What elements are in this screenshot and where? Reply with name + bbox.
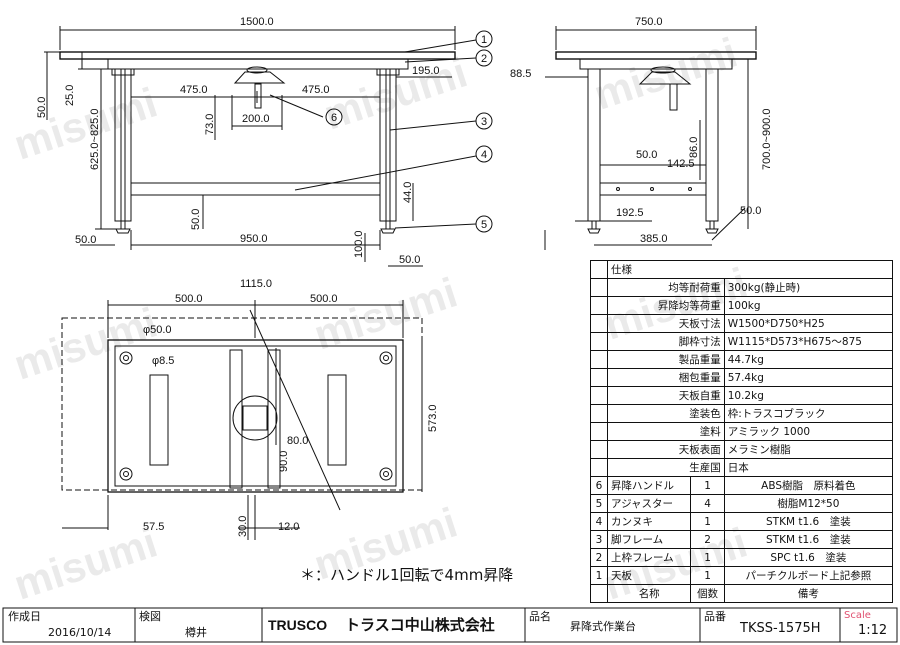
front-view <box>44 26 493 267</box>
svg-text:品名: 品名 <box>529 609 551 623</box>
svg-text:750.0: 750.0 <box>635 16 663 28</box>
svg-text:73.0: 73.0 <box>204 114 216 135</box>
spec-row: 塗装色枠:トラスコブラック <box>590 404 894 423</box>
svg-text:44.0: 44.0 <box>402 182 414 203</box>
svg-text:検図: 検図 <box>139 609 161 623</box>
svg-text:misumi: misumi <box>318 48 472 138</box>
svg-text:1: 1 <box>481 34 487 46</box>
svg-text:200.0: 200.0 <box>242 113 270 125</box>
front-view-labels: 1500.0 195.0 475.0 475.0 50.0 25.0 625.0… <box>36 16 487 266</box>
plan-view-labels: 1115.0 500.0 500.0 φ50.0 φ8.5 573.0 80.0… <box>143 278 439 537</box>
svg-text:25.0: 25.0 <box>64 85 76 106</box>
title-block-text: 作成日 2016/10/14 検図 樽井 TRUSCO トラスコ中山株式会社 品… <box>8 609 887 639</box>
svg-text:φ8.5: φ8.5 <box>152 355 174 367</box>
svg-text:50.0: 50.0 <box>636 149 657 161</box>
svg-text:misumi: misumi <box>308 268 462 358</box>
title-block <box>2 607 898 643</box>
svg-text:50.0: 50.0 <box>36 97 48 118</box>
svg-text:100.0: 100.0 <box>353 230 365 258</box>
svg-text:195.0: 195.0 <box>412 65 440 77</box>
spec-row: 天板表面メラミン樹脂 <box>590 440 894 459</box>
svg-text:88.5: 88.5 <box>510 68 531 80</box>
spec-header: 仕様 <box>607 260 893 279</box>
svg-text:TKSS-1575H: TKSS-1575H <box>739 621 821 636</box>
svg-text:573.0: 573.0 <box>427 404 439 432</box>
svg-text:φ50.0: φ50.0 <box>143 324 172 336</box>
spec-row: 生産国日本 <box>590 458 894 477</box>
spec-row: 塗料アミラック 1000 <box>590 422 894 441</box>
plan-view <box>61 300 423 540</box>
svg-text:475.0: 475.0 <box>302 84 330 96</box>
svg-text:500.0: 500.0 <box>310 293 338 305</box>
svg-text:1500.0: 1500.0 <box>240 16 274 28</box>
svg-text:misumi: misumi <box>588 28 742 118</box>
svg-text:1:12: 1:12 <box>858 623 887 638</box>
svg-text:192.5: 192.5 <box>616 207 644 219</box>
svg-text:1115.0: 1115.0 <box>240 278 272 290</box>
spec-header-row: 仕様 <box>590 260 893 279</box>
svg-text:625.0~825.0: 625.0~825.0 <box>89 109 101 170</box>
svg-text:142.5: 142.5 <box>667 158 695 170</box>
svg-text:misumi: misumi <box>8 78 162 168</box>
svg-text:950.0: 950.0 <box>240 233 268 245</box>
operation-note: ＊：ハンドル1回転で4mm昇降 <box>300 566 513 584</box>
svg-text:475.0: 475.0 <box>180 84 208 96</box>
svg-text:4: 4 <box>481 149 487 161</box>
company-name: トラスコ中山株式会社 <box>345 616 495 634</box>
svg-text:3: 3 <box>481 116 487 128</box>
svg-text:500.0: 500.0 <box>175 293 203 305</box>
svg-text:Scale: Scale <box>844 610 871 621</box>
svg-text:misumi: misumi <box>8 298 162 388</box>
svg-text:700.0~900.0: 700.0~900.0 <box>761 109 773 170</box>
svg-text:2: 2 <box>481 53 487 65</box>
svg-text:50.0: 50.0 <box>75 234 96 246</box>
svg-text:作成日: 作成日 <box>8 610 41 623</box>
svg-text:2016/10/14: 2016/10/14 <box>48 626 111 639</box>
side-view-labels: 750.0 88.5 700.0~900.0 86.0 50.0 142.5 1… <box>510 16 773 245</box>
svg-text:misumi: misumi <box>8 518 162 608</box>
svg-text:50.0: 50.0 <box>740 205 761 217</box>
svg-text:57.5: 57.5 <box>143 521 164 533</box>
parts-header-row: 名称個数備考 <box>590 584 894 603</box>
svg-text:80.0: 80.0 <box>287 435 308 447</box>
brand-logo: TRUSCO <box>268 617 327 633</box>
svg-text:385.0: 385.0 <box>640 233 668 245</box>
svg-text:50.0: 50.0 <box>399 254 420 266</box>
svg-text:50.0: 50.0 <box>190 209 202 230</box>
svg-text:86.0: 86.0 <box>688 137 700 158</box>
svg-text:昇降式作業台: 昇降式作業台 <box>570 619 636 633</box>
svg-text:6: 6 <box>331 112 337 124</box>
svg-text:90.0: 90.0 <box>278 451 290 472</box>
svg-text:30.0: 30.0 <box>237 516 249 537</box>
svg-text:樽井: 樽井 <box>185 625 207 639</box>
svg-text:12.0: 12.0 <box>278 521 299 533</box>
svg-text:5: 5 <box>481 219 487 231</box>
svg-text:品番: 品番 <box>704 610 726 623</box>
side-view <box>544 26 757 250</box>
